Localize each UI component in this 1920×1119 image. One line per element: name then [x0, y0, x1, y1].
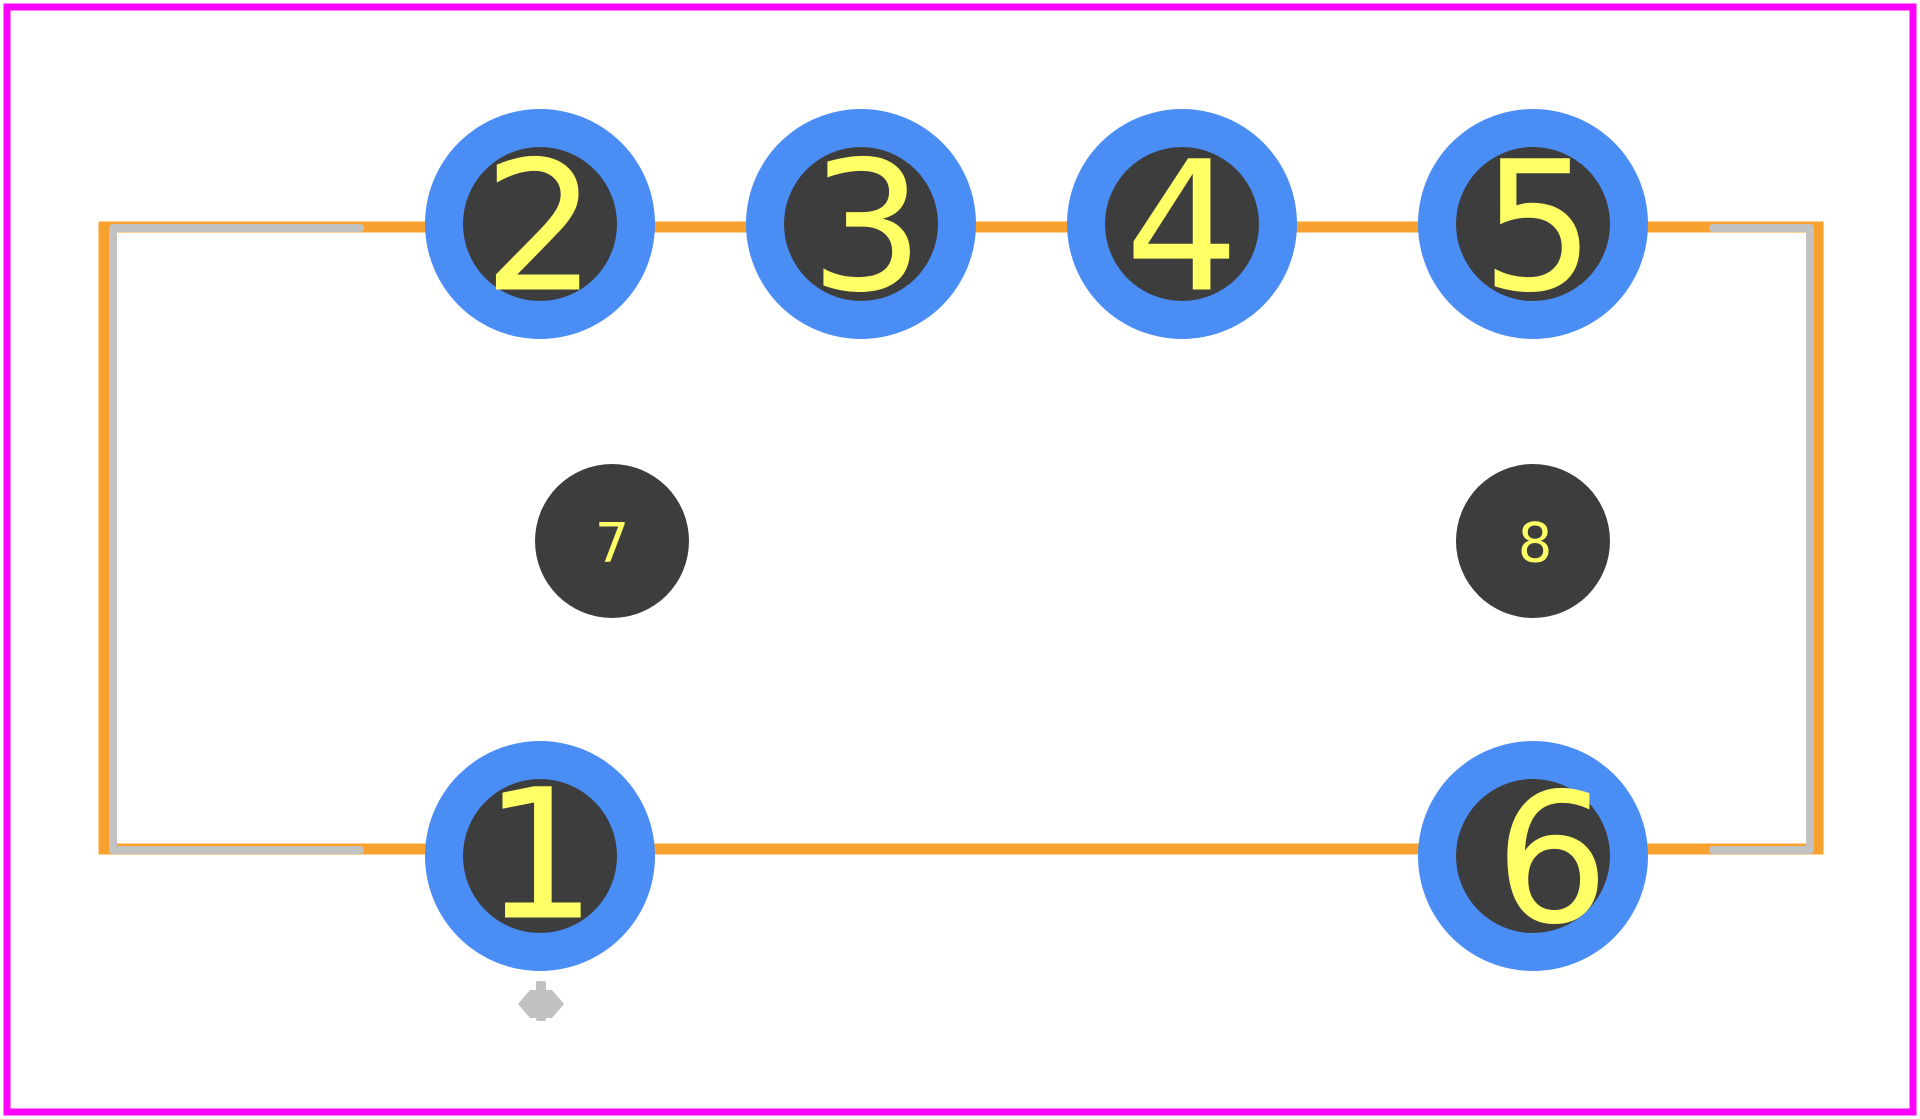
pad-2-drill [463, 147, 617, 301]
pad-4-label: 4 [1125, 124, 1240, 333]
pad-4-drill [1105, 147, 1259, 301]
silkscreen-left [109, 224, 364, 854]
silkscreen-right-bottom [1709, 832, 1814, 854]
hole-8-label: 8 [1518, 512, 1552, 575]
hole-8-drill [1456, 464, 1610, 618]
pad-3-drill [784, 147, 938, 301]
pad-5-drill [1456, 147, 1610, 301]
pad-1-drill [463, 779, 617, 933]
hole-7-label: 7 [595, 512, 629, 575]
pad-2: 2 [425, 109, 655, 339]
courtyard-outline [3, 3, 1917, 1116]
hole-8: 8 [1456, 464, 1610, 618]
pin1-marker [518, 981, 564, 1021]
pad-3-label: 3 [810, 124, 925, 333]
hole-7: 7 [535, 464, 689, 618]
pad-6-label: 6 [1495, 756, 1610, 965]
pad-2-label: 2 [483, 124, 598, 333]
pad-5: 5 [1418, 109, 1648, 339]
silkscreen-outline [109, 224, 1814, 854]
pad-4: 4 [1067, 109, 1297, 339]
pad-3: 3 [746, 109, 976, 339]
silkscreen-right-top [1709, 224, 1814, 244]
pad-1: 1 [425, 741, 655, 971]
hole-7-drill [535, 464, 689, 618]
pad-1-label: 1 [483, 752, 598, 961]
pad-6-drill [1456, 779, 1610, 933]
pad-5-label: 5 [1481, 124, 1596, 333]
pad-6: 6 [1418, 741, 1648, 971]
